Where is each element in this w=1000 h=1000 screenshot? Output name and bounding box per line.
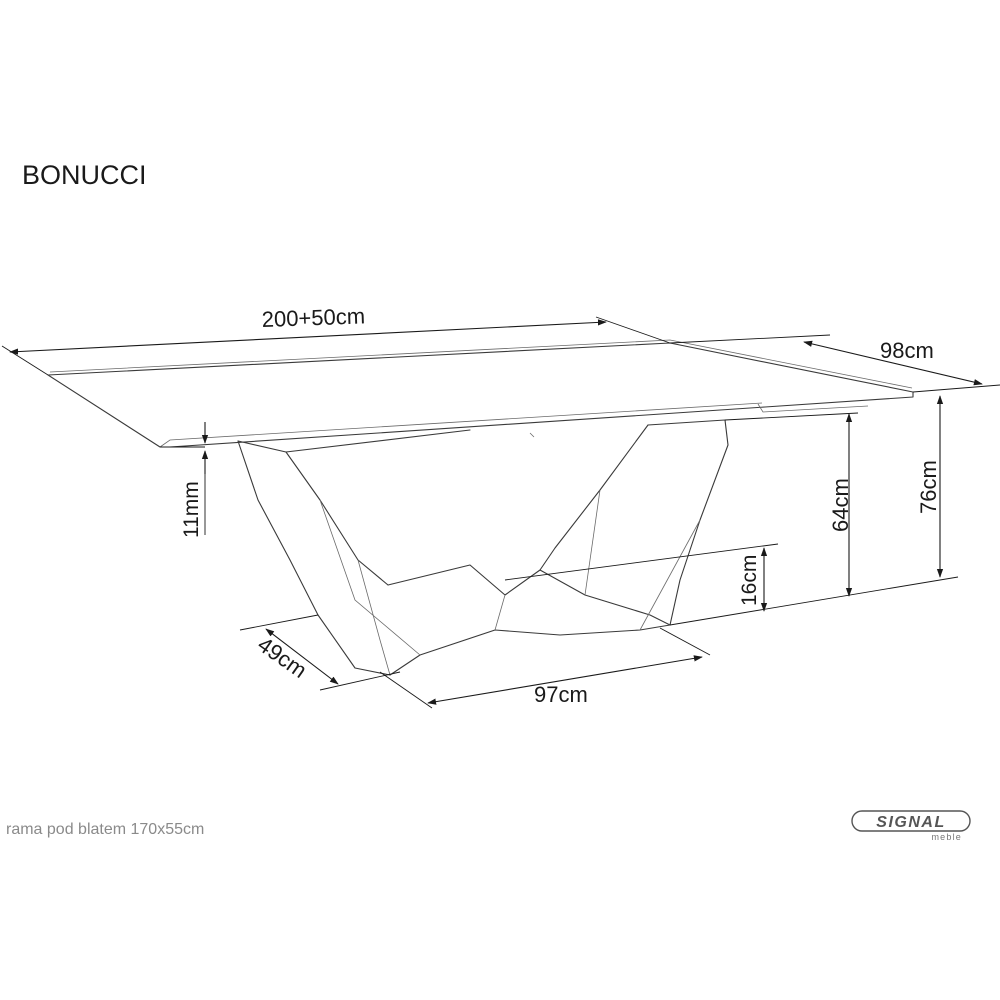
base-depth-label: 49cm: [253, 632, 311, 683]
brand-tagline: meble: [931, 832, 962, 842]
depth-label: 98cm: [880, 338, 934, 363]
table-top: [47, 339, 914, 448]
base-height-label: 16cm: [738, 555, 761, 606]
length-label: 200+50cm: [261, 303, 365, 332]
product-title: BONUCCI: [22, 160, 147, 190]
frame-note: rama pod blatem 170x55cm: [6, 821, 204, 838]
base-width-label: 97cm: [534, 682, 588, 707]
brand-logo: SIGNAL meble: [851, 810, 971, 842]
top-thickness-label: 11mm: [180, 481, 203, 538]
brand-name: SIGNAL: [876, 814, 945, 831]
table-drawing: [47, 339, 914, 676]
total-height-label: 76cm: [916, 460, 941, 514]
dimension-lines: [1, 316, 1000, 709]
frame-height-label: 64cm: [828, 478, 853, 532]
table-base: [237, 419, 729, 676]
